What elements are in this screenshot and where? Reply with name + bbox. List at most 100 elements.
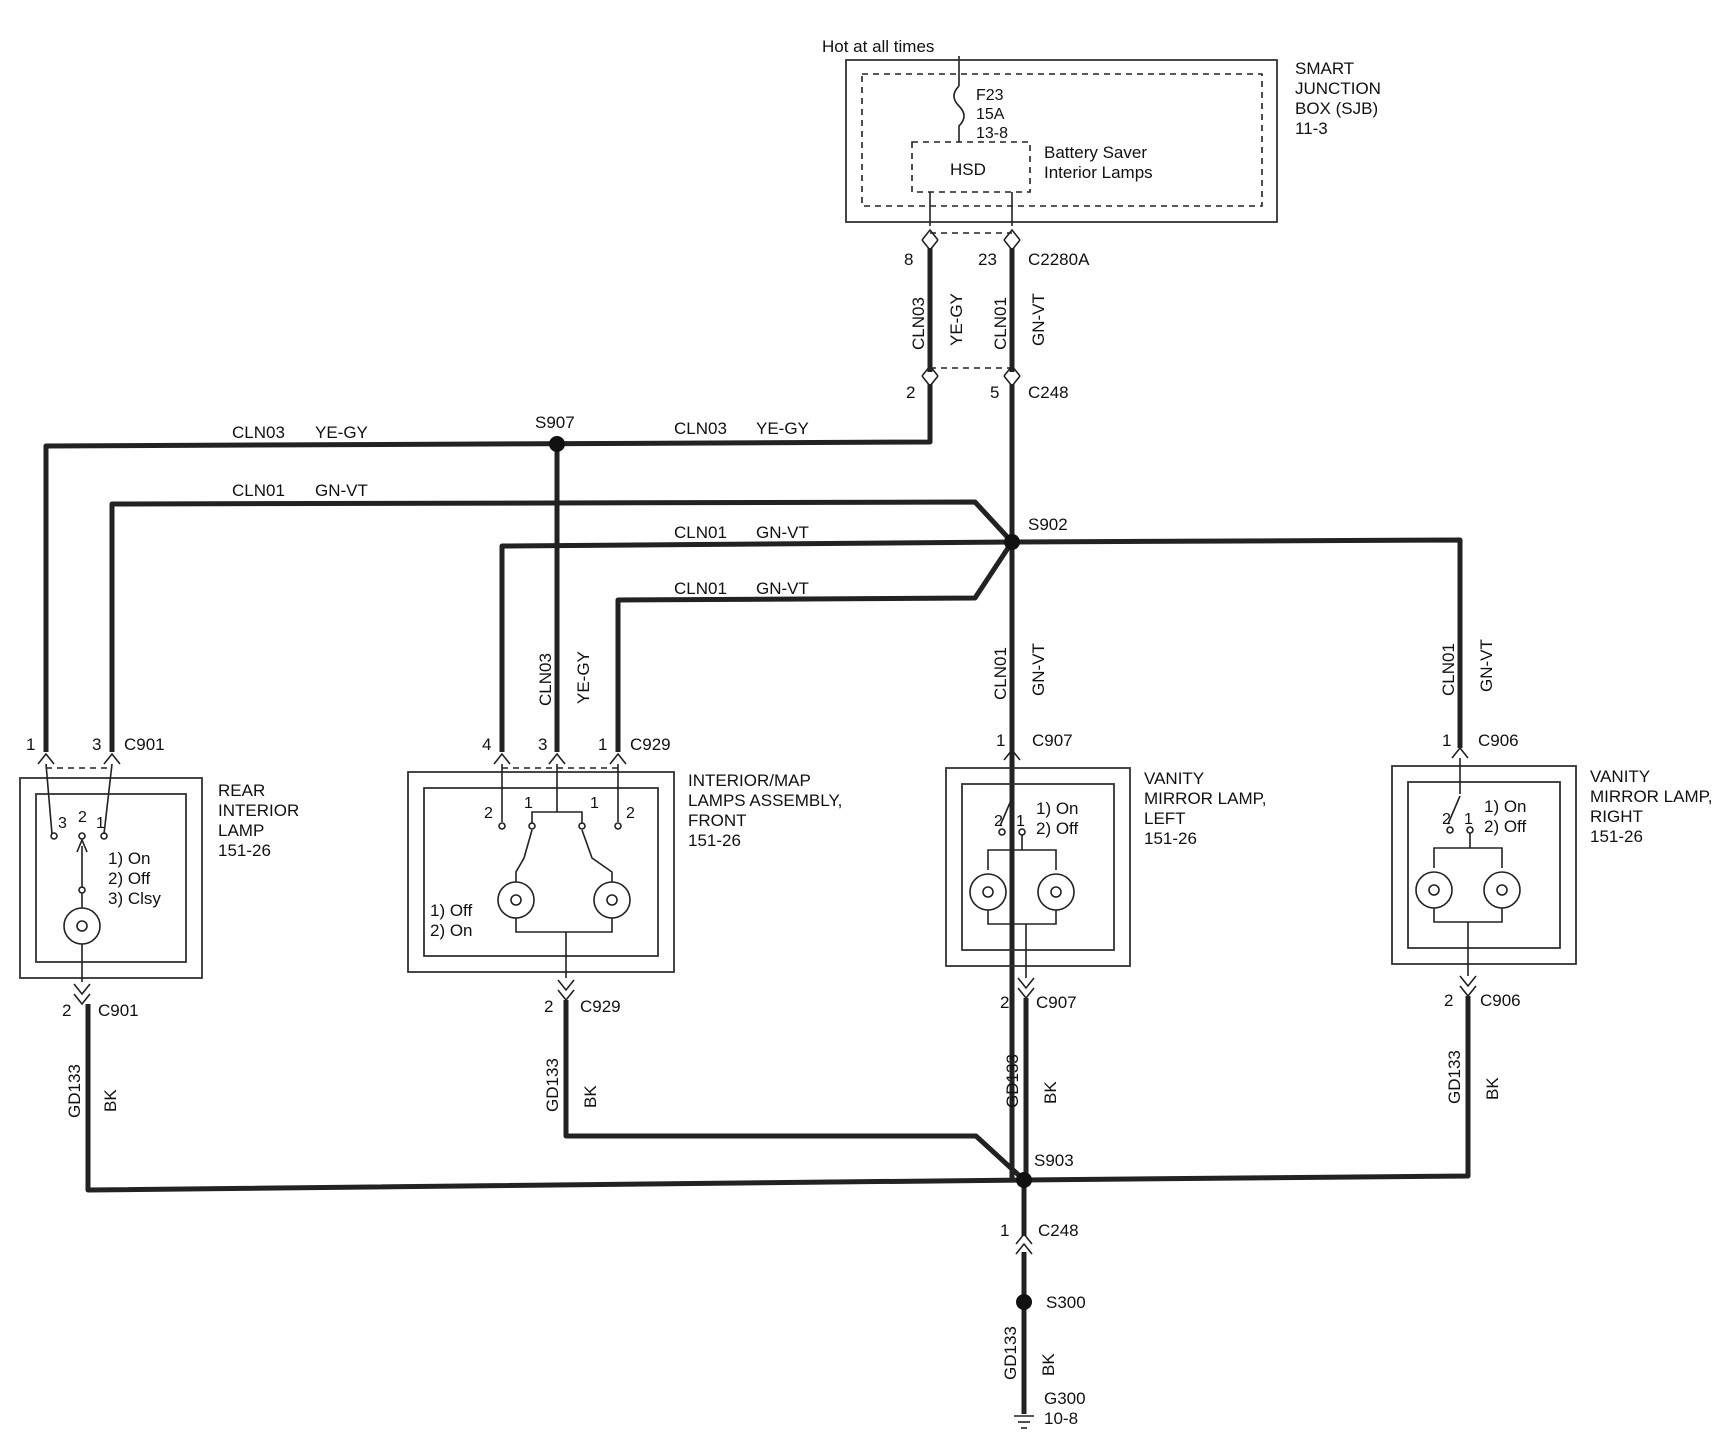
- vanity-right-name-line-3: RIGHT: [1590, 807, 1643, 826]
- wire-color-ye-gy-right: YE-GY: [756, 419, 809, 438]
- wire-label-gd133-right-vanity: GD133: [1445, 1050, 1464, 1104]
- c248-pin-5: 5: [990, 383, 999, 402]
- c929-pin-4: 4: [482, 735, 491, 754]
- wire-label-cln01-sjb: CLN01: [991, 297, 1010, 350]
- rear-position-2: 2) Off: [108, 869, 150, 888]
- wire-gd133-front: [563, 1000, 1026, 1182]
- splice-s903-label: S903: [1034, 1151, 1074, 1170]
- vanity-right-bulb-a-filament: [1428, 884, 1440, 896]
- vanity-right-position-2: 2) Off: [1484, 817, 1526, 836]
- splice-s902-label: S902: [1028, 515, 1068, 534]
- sjb-title-line-1: SMART: [1295, 59, 1354, 78]
- c901-bot-name: C901: [98, 1001, 139, 1020]
- vanity-mirror-lamp-left: 1 C907 2 1 1) On 2) Off VANITY MIRROR LA…: [945, 731, 1267, 978]
- splice-s907-label: S907: [535, 413, 575, 432]
- c929-pin-3-icon: [548, 752, 566, 765]
- c929-pin-4-icon: [493, 752, 511, 765]
- c901-pin-3-icon: [103, 752, 121, 765]
- wire-color-ye-gy-left: YE-GY: [315, 423, 368, 442]
- vanity-left-contact-2: [998, 828, 1006, 836]
- wire-color-gn-vt-left-vanity: GN-VT: [1029, 643, 1048, 696]
- sjb-note-line-2: Interior Lamps: [1044, 163, 1153, 182]
- front-name-line-4: 151-26: [688, 831, 741, 850]
- front-bulb-right-filament: [606, 894, 618, 906]
- vanity-right-position-1: 1) On: [1484, 797, 1527, 816]
- splice-s903-dot: [1016, 1172, 1032, 1188]
- sjb-outer-box: [845, 59, 1278, 223]
- wire-color-gn-vt-sjb: GN-VT: [1029, 293, 1048, 346]
- c907-pin-2: 2: [1000, 993, 1009, 1012]
- wire-color-gn-vt-front-4: GN-VT: [756, 523, 809, 542]
- vanity-left-bulb-b-filament: [1050, 886, 1062, 898]
- power-distribution-wires: [43, 384, 1463, 1180]
- vanity-left-outer-box: [945, 767, 1131, 967]
- ground-g300: G300 10-8: [1014, 1389, 1086, 1429]
- rear-interior-lamp: 1 3 C901 3 2 1 1) On 2) Off 3) Clsy REAR…: [19, 735, 299, 982]
- front-bulb-right-icon: [593, 881, 631, 919]
- vanity-right-bulb-return: [1433, 908, 1503, 923]
- front-switch-arm-right: [581, 829, 613, 882]
- c907-pin-1-icon: [1003, 748, 1021, 761]
- c929-pin-1: 1: [598, 735, 607, 754]
- bottom-connectors: 2 C901 2 C929 2 C907 2 C906: [62, 975, 1521, 1020]
- front-switch-common: [531, 811, 583, 824]
- c906-bot-name: C906: [1480, 991, 1521, 1010]
- rear-switch-contact-1: [100, 832, 108, 840]
- wire-label-gd133-front: GD133: [543, 1058, 562, 1112]
- wire-cln01-right: [1011, 537, 1463, 748]
- c929-top-name: C929: [630, 735, 671, 754]
- wire-label-cln03-left: CLN03: [232, 423, 285, 442]
- fuse-f23-icon: [953, 85, 965, 142]
- c906-top-name: C906: [1478, 731, 1519, 750]
- front-switch-pin-right-1: 1: [590, 795, 599, 812]
- front-switch-pin-left-1: 1: [524, 795, 533, 812]
- sjb-title-line-2: JUNCTION: [1295, 79, 1381, 98]
- wire-label-cln01-front-4: CLN01: [674, 523, 727, 542]
- front-name-line-2: LAMPS ASSEMBLY,: [688, 791, 842, 810]
- front-lamp-outer-box: [407, 771, 675, 973]
- vanity-right-bulb-b-filament: [1496, 884, 1508, 896]
- c907-bot-name: C907: [1036, 993, 1077, 1012]
- rear-switch-pin-2: 2: [78, 809, 87, 826]
- c906-pin-1-icon: [1451, 746, 1469, 759]
- front-switch-arm-left: [515, 829, 533, 882]
- vanity-left-name-line-4: 151-26: [1144, 829, 1197, 848]
- front-position-2: 2) On: [430, 921, 473, 940]
- vanity-mirror-lamp-right: 1 C906 2 1 1) On 2) Off VANITY MIRROR LA…: [1391, 731, 1713, 976]
- vanity-left-bulb-return: [987, 910, 1057, 925]
- front-switch-pin-left-2: 2: [484, 805, 493, 822]
- wire-color-bk-front: BK: [581, 1085, 600, 1108]
- vanity-right-switch-pin-1: 1: [1464, 811, 1473, 828]
- sjb-title-line-4: 11-3: [1295, 119, 1328, 138]
- wire-color-gn-vt-rear: GN-VT: [315, 481, 368, 500]
- c901-pin-1-icon: [37, 752, 55, 765]
- c248-bot-name: C248: [1038, 1221, 1079, 1240]
- rear-switch-pin-1: 1: [96, 815, 105, 832]
- wire-label-cln01-left-vanity: CLN01: [991, 647, 1010, 700]
- vanity-right-name-line-1: VANITY: [1590, 767, 1650, 786]
- splice-s300-dot: [1016, 1294, 1032, 1310]
- rear-name-line-3: LAMP: [218, 821, 264, 840]
- c906-pin-1: 1: [1442, 731, 1451, 750]
- rear-bulb-icon: [63, 907, 101, 945]
- hsd-box: [911, 141, 1031, 193]
- rear-pin3-lead: [45, 763, 53, 835]
- vanity-right-switch-arm: [1447, 795, 1461, 825]
- front-switch-contact-right-2: [614, 822, 622, 830]
- rear-position-1: 1) On: [108, 849, 151, 868]
- c901-pin-2-icon: [73, 983, 91, 1006]
- smart-junction-box: Hot at all times F23 15A 13-8 HSD Batter…: [822, 37, 1381, 226]
- rear-name-line-4: 151-26: [218, 841, 271, 860]
- ground-wires: [85, 996, 1471, 1414]
- ground-ref: 10-8: [1044, 1409, 1078, 1428]
- wire-gd133-rear: [85, 1004, 1025, 1193]
- splice-s907-dot: [549, 436, 565, 452]
- ground-name: G300: [1044, 1389, 1086, 1408]
- connector-c248-bottom: 1 C248: [1000, 1221, 1079, 1255]
- vanity-left-switch-arm: [999, 797, 1013, 827]
- vanity-left-bulb-b-icon: [1037, 873, 1075, 911]
- wire-label-cln01-right-vanity: CLN01: [1439, 643, 1458, 696]
- vanity-left-name-line-3: LEFT: [1144, 809, 1186, 828]
- fuse-rating: 15A: [976, 106, 1005, 123]
